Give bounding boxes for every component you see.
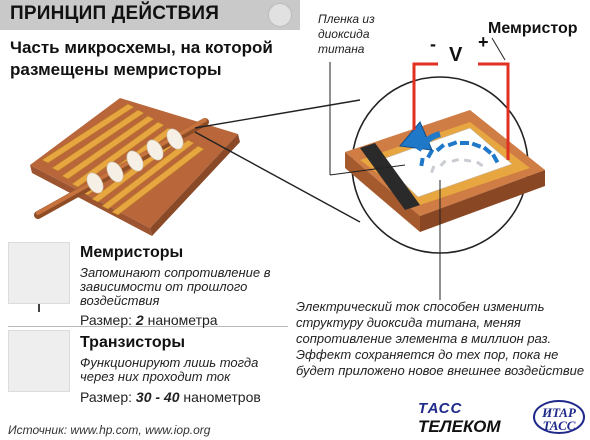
itar-tass-logo-ring [533, 400, 585, 434]
legend-divider [8, 326, 288, 327]
itar-tass-logo-line2: ТАСС [542, 418, 576, 433]
page-title: ПРИНЦИП ДЕЙСТВИЯ [10, 3, 220, 24]
transistors-size: Размер: 30 - 40 нанометров [80, 389, 261, 405]
memristors-size-label: Размер: [80, 312, 136, 328]
callout-lines [329, 37, 506, 300]
source-note: Источник: www.hp.com, www.iop.org [8, 423, 211, 437]
memristors-title: Мемристоры [80, 244, 184, 261]
zoom-lines [194, 99, 361, 223]
subtitle: Часть микросхемы, на которой размещены м… [10, 38, 273, 79]
chip-illustration [30, 98, 240, 236]
memristors-description: Запоминают сопротивление в зависимости о… [80, 265, 271, 308]
itar-tass-logo: ИТАР ТАСС [532, 398, 586, 436]
transistors-title: Транзисторы [80, 334, 186, 351]
magnifier [345, 76, 545, 254]
transistor-symbol-box [8, 330, 70, 392]
memristors-size-unit: нанометра [143, 312, 218, 328]
minus-sign: - [430, 34, 436, 54]
transistors-size-label: Размер: [80, 389, 136, 405]
memristors-size: Размер: 2 нанометра [80, 312, 218, 328]
memristor-symbol-box [8, 242, 70, 304]
plus-sign: + [478, 32, 489, 52]
voltage-label: V [449, 44, 463, 66]
tass-telecom-logo-top: ТАСС [418, 400, 463, 417]
transistors-description: Функционируют лишь тогда через них прохо… [80, 355, 259, 384]
itar-tass-logo-line1: ИТАР [542, 405, 576, 420]
tass-telecom-logo-bottom: ТЕЛЕКОМ [418, 417, 501, 436]
memristors-size-value: 2 [135, 312, 144, 328]
title-bar [0, 0, 300, 30]
memristor-label: Мемристор [488, 20, 578, 37]
title-decoration-circle [268, 3, 292, 27]
titanium-film-label: Пленка из диоксида титана [318, 12, 375, 56]
tass-telecom-logo: ТАСС ТЕЛЕКОМ [418, 400, 501, 437]
transistors-size-value: 30 - 40 [135, 389, 180, 405]
voltage-wires [412, 62, 510, 160]
transistors-size-unit: нанометров [179, 389, 261, 405]
explanation-text: Электрический ток способен изменить стру… [296, 299, 585, 378]
